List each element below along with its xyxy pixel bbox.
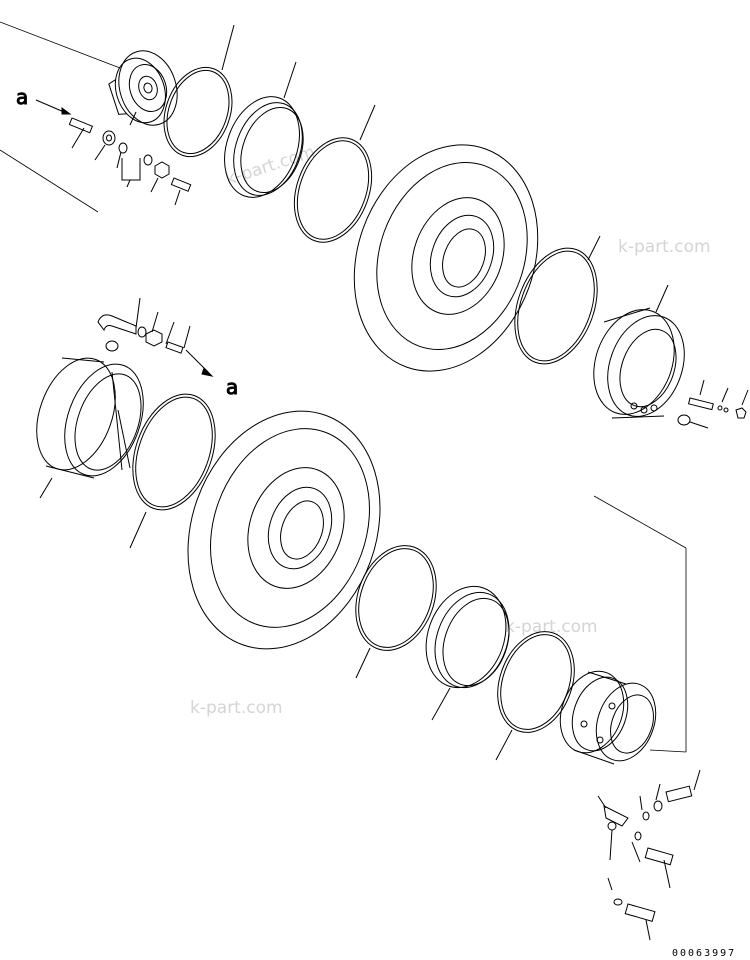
bolt-bottom-1 bbox=[665, 785, 693, 803]
rim-right bbox=[593, 284, 685, 419]
spacer-top bbox=[143, 154, 153, 166]
cap-right bbox=[735, 407, 747, 419]
ring-bottom-1 bbox=[355, 545, 437, 679]
hub-bottom bbox=[559, 670, 657, 765]
hub-bottom-hardware bbox=[597, 769, 701, 941]
reference-label-a-top: a bbox=[16, 85, 28, 109]
tire-bottom bbox=[187, 410, 381, 650]
ring-bottom-2 bbox=[495, 631, 575, 761]
bracket-bottom bbox=[603, 805, 629, 827]
nut-top bbox=[154, 161, 170, 179]
ring-top-1 bbox=[163, 24, 235, 158]
hub-top bbox=[108, 50, 178, 126]
document-number: 00063997 bbox=[672, 948, 736, 959]
bolt-bottom-2 bbox=[644, 847, 674, 866]
upper-frame-lines bbox=[0, 21, 121, 213]
watermark-center: k-part.com bbox=[505, 617, 598, 637]
hub-top-hardware: a bbox=[16, 85, 192, 206]
nut-middle bbox=[145, 329, 163, 347]
valve-extension-middle: a bbox=[97, 297, 239, 400]
ring-left-middle bbox=[129, 393, 216, 549]
watermark-top: k-part.com bbox=[223, 142, 317, 190]
bolt-top bbox=[170, 177, 192, 192]
watermark-right: k-part.com bbox=[618, 237, 711, 257]
o-ring-top bbox=[118, 142, 128, 154]
flange-bottom bbox=[425, 585, 510, 721]
ring-top-2 bbox=[293, 104, 376, 243]
flange-top bbox=[224, 61, 304, 198]
washer-top bbox=[102, 130, 116, 146]
watermark-bottom-left: k-part.com bbox=[190, 698, 283, 718]
valve-stem bbox=[68, 117, 94, 134]
tire-top bbox=[353, 144, 539, 372]
bolt-bottom-3 bbox=[624, 903, 656, 922]
ring-right-upper bbox=[514, 235, 601, 365]
reference-label-a-middle: a bbox=[226, 375, 238, 399]
valve-right bbox=[687, 397, 714, 411]
lower-frame-lines bbox=[593, 495, 687, 753]
rim-right-hardware bbox=[677, 379, 749, 429]
rim-left bbox=[36, 357, 144, 499]
